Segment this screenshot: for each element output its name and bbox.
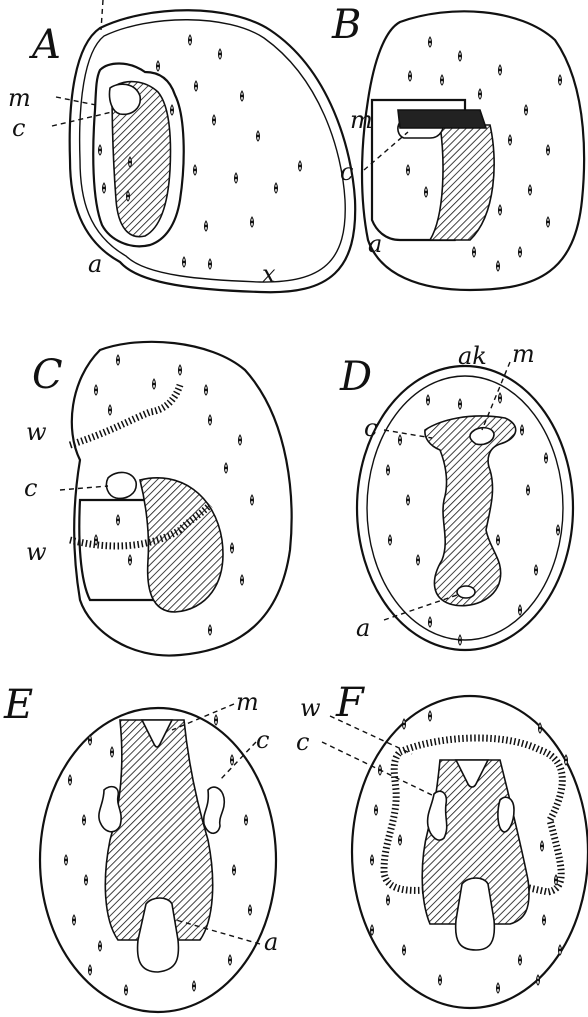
panel-label-c: C xyxy=(32,352,63,398)
panel-b: B m c a xyxy=(331,2,584,290)
panel-label-a: A xyxy=(28,22,61,68)
annotation-b-m: m xyxy=(350,106,373,134)
panel-label-b: B xyxy=(331,2,361,48)
annotation-f-w: w xyxy=(300,694,321,722)
panel-d: D ak m c a xyxy=(339,340,573,650)
annotation-b-a: a xyxy=(368,230,382,258)
annotation-d-m: m xyxy=(512,340,535,368)
annotation-c-c: c xyxy=(24,474,37,502)
annotation-a-m: m xyxy=(8,84,31,112)
annotation-a-x: x xyxy=(262,260,276,288)
panel-label-f: F xyxy=(335,680,365,726)
annotation-a-a: a xyxy=(88,250,102,278)
annotation-e-a: a xyxy=(264,928,278,956)
annotation-c-w2: w xyxy=(26,538,47,566)
annotation-e-m: m xyxy=(236,688,259,716)
annotation-d-c: c xyxy=(364,414,377,442)
annotation-a-c: c xyxy=(12,114,25,142)
annotation-c-w1: w xyxy=(26,418,47,446)
annotation-f-c: c xyxy=(296,728,309,756)
annotation-b-c: c xyxy=(340,158,353,186)
panel-f: F w c xyxy=(296,680,588,1008)
annotation-d-a: a xyxy=(356,614,370,642)
annotation-e-c: c xyxy=(256,726,269,754)
panel-e: E m c a xyxy=(3,682,278,1012)
panel-a: A m c a x xyxy=(8,0,355,292)
panel-c: C w c w xyxy=(24,342,292,656)
panel-label-e: E xyxy=(3,682,33,728)
annotation-d-ak: ak xyxy=(458,342,487,370)
panel-label-d: D xyxy=(339,354,372,400)
